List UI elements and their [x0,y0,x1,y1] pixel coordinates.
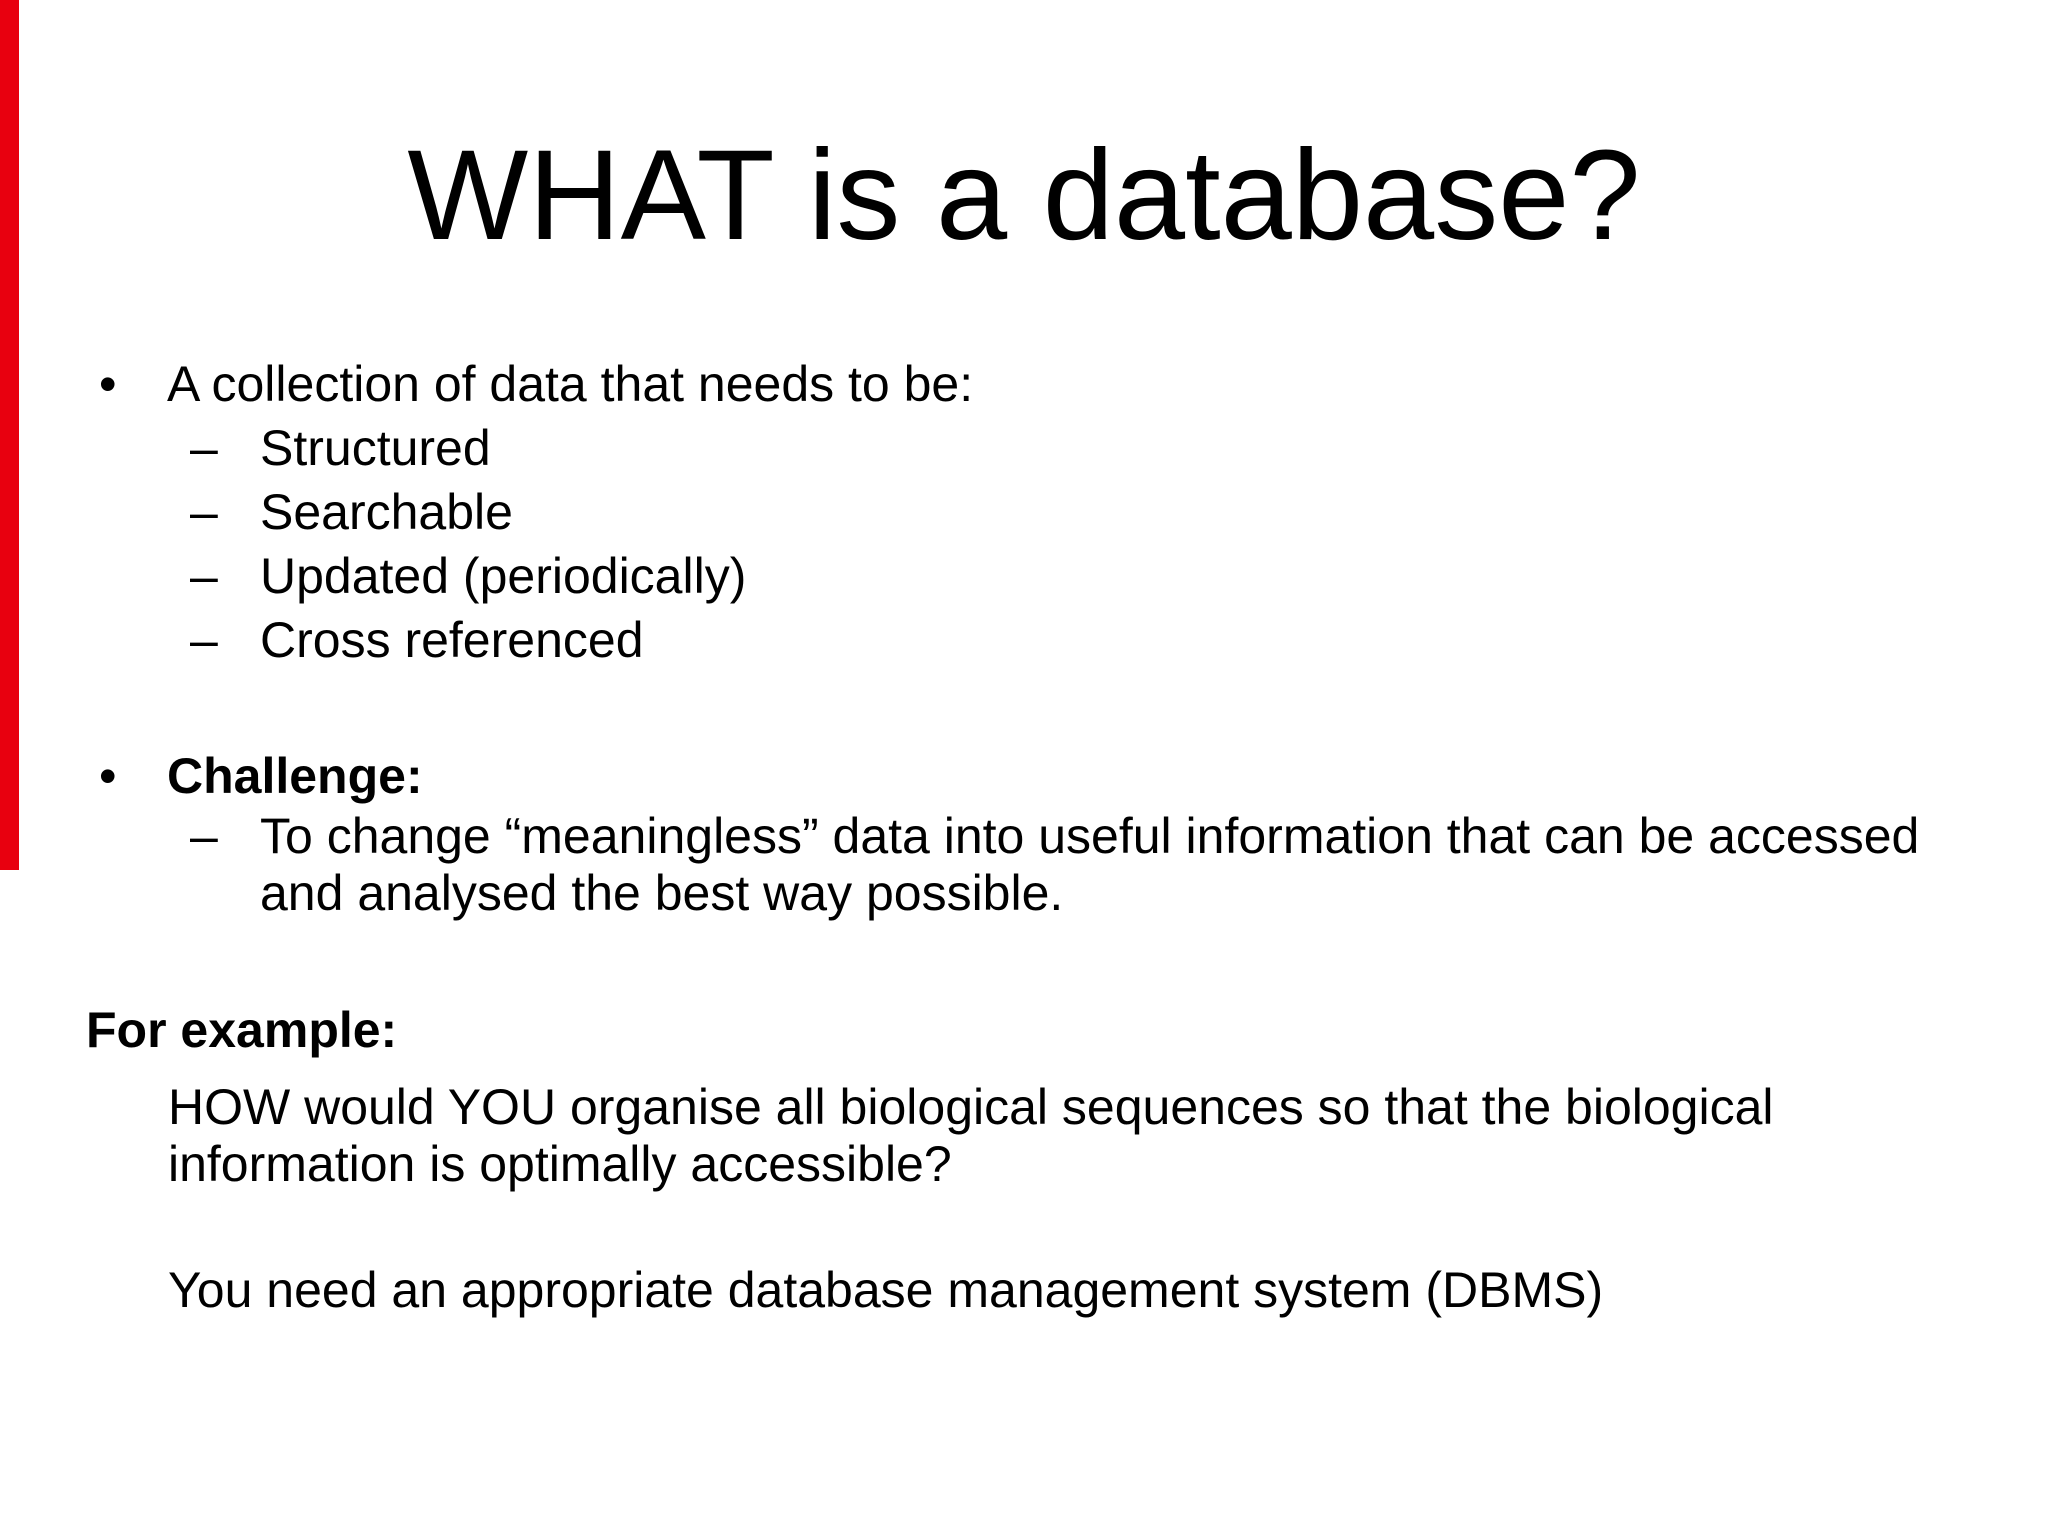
collection-list: •A collection of data that needs to be: … [0,352,2048,672]
bullet-icon: • [99,356,117,412]
example-conclusion: You need an appropriate database managem… [168,1262,1604,1318]
list-item: –Cross referenced [0,608,2048,672]
challenge-lead-row: • Challenge: [0,744,2048,808]
dash-icon: – [190,420,218,476]
dash-icon: – [190,548,218,604]
list-item-text: Searchable [260,484,513,540]
dash-icon: – [190,808,218,864]
collection-lead-row: • A collection of data that needs to be: [0,352,2048,416]
list-item-text: Updated (periodically) [260,548,747,604]
example-heading-block: For example: [0,998,2048,1062]
example-heading: For example: [86,1002,398,1058]
example-question-block: HOW would YOU organise all biological se… [0,1079,2048,1193]
list-item-text: Cross referenced [260,612,644,668]
challenge-detail-text: To change “meaningless” data into useful… [260,808,1920,921]
list-item: –Searchable [0,480,2048,544]
dash-icon: – [190,612,218,668]
challenge-lead-text: Challenge: [167,748,423,804]
slide-title: WHAT is a database? [407,124,1641,267]
challenge-detail-row: –To change “meaningless” data into usefu… [0,808,1940,922]
challenge-section: • Challenge: –To change “meaningless” dat… [0,744,2048,922]
list-item: –Updated (periodically) [0,544,2048,608]
red-edge-bar [0,0,19,870]
collection-lead-text: A collection of data that needs to be: [167,356,974,412]
example-question: HOW would YOU organise all biological se… [168,1079,1774,1192]
dash-icon: – [190,484,218,540]
bullet-icon: • [99,748,117,804]
list-item: –Structured [0,416,2048,480]
example-conclusion-block: You need an appropriate database managem… [0,1262,2048,1319]
list-item-text: Structured [260,420,491,476]
